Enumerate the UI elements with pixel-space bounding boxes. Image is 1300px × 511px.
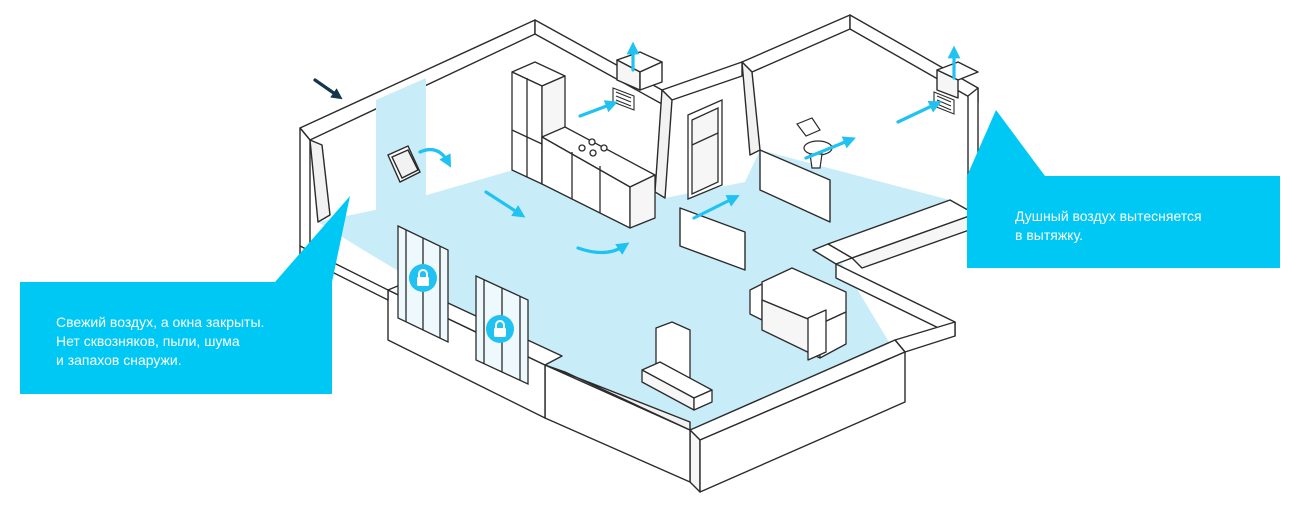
tv-unit <box>641 321 713 411</box>
callout-text-line: Нет сквозняков, пыли, шума <box>56 333 240 349</box>
callout-pointer-right <box>967 110 1045 176</box>
kitchen-unit <box>511 61 656 229</box>
interior-door <box>687 99 723 200</box>
lock-icon <box>409 264 437 292</box>
lock-icon <box>486 315 514 343</box>
callout-text-line: Свежий воздух, а окна закрыты. <box>56 314 265 330</box>
airflow-arrows <box>418 41 961 255</box>
callout-pointer-left <box>275 196 350 282</box>
air-inlet-device <box>387 145 421 183</box>
floor <box>318 150 950 430</box>
callout-text-line: и запахов снаружи. <box>56 352 182 368</box>
stale-air-callout: Душный воздух вытесняется в вытяжку. <box>967 176 1280 268</box>
fresh-air-callout: Свежий воздух, а окна закрыты. Нет сквоз… <box>20 282 332 394</box>
fresh-air-stream <box>376 78 426 214</box>
intake-arrow-icon <box>313 78 343 100</box>
toilet <box>796 117 833 169</box>
callout-text-line: Душный воздух вытесняется <box>1015 208 1202 224</box>
callout-text-line: в вытяжку. <box>1015 227 1083 243</box>
vent-grille <box>612 87 635 111</box>
sofa <box>749 267 847 361</box>
